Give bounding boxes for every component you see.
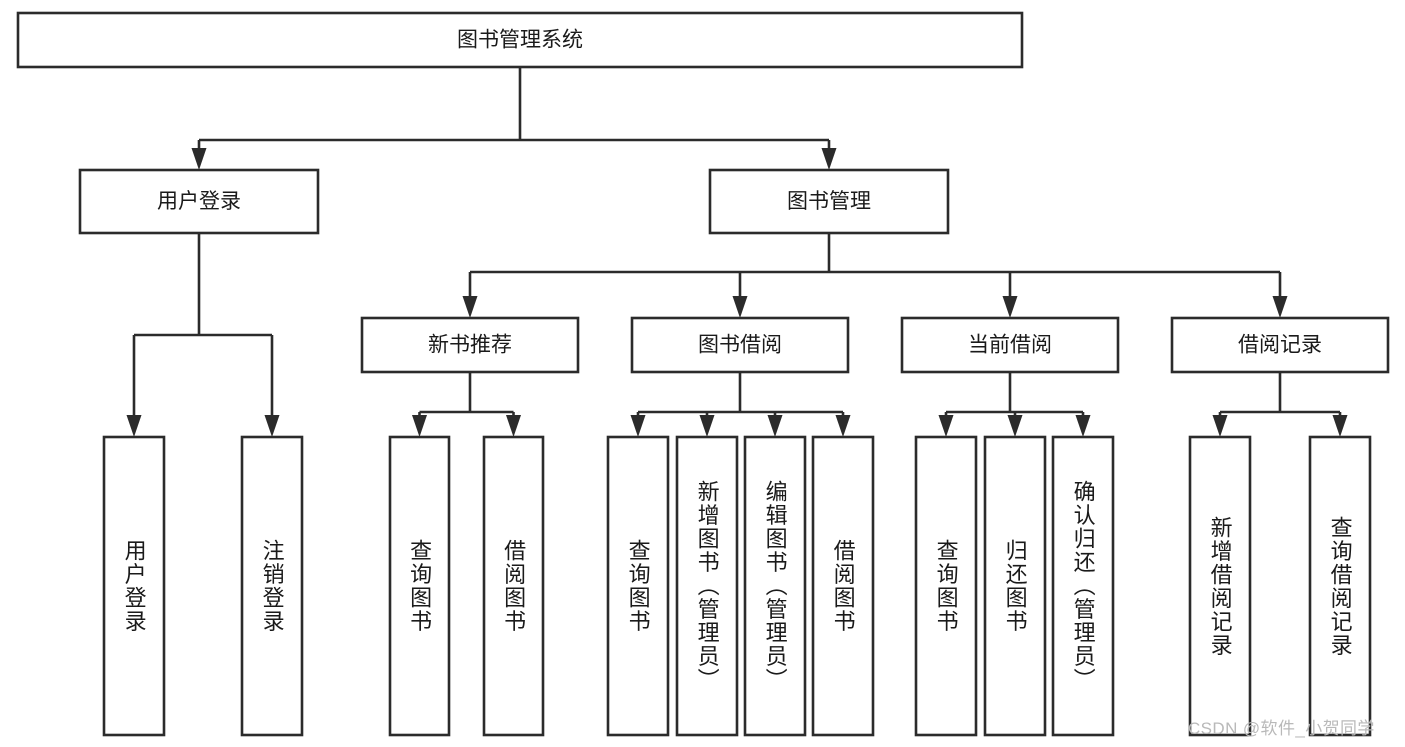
node-box-new-book-recommend[interactable] <box>360 316 580 374</box>
node-box-confirm-return-admin[interactable] <box>1051 435 1115 737</box>
node-box-user-logout[interactable] <box>240 435 304 737</box>
node-box-user-login[interactable] <box>78 168 320 235</box>
node-label-current-borrow: 当前借阅 <box>968 334 1052 357</box>
node-label-book-borrow: 图书借阅 <box>698 334 782 357</box>
node-box-root[interactable] <box>16 11 1024 69</box>
node-box-layer <box>16 11 1390 737</box>
node-label-new-book-recommend: 新书推荐 <box>428 334 512 357</box>
node-box-query-book-1[interactable] <box>388 435 451 737</box>
node-box-query-book-3[interactable] <box>914 435 978 737</box>
node-box-borrow-records[interactable] <box>1170 316 1390 374</box>
node-box-book-borrow[interactable] <box>630 316 850 374</box>
node-box-query-book-2[interactable] <box>606 435 670 737</box>
node-box-query-borrow-record[interactable] <box>1308 435 1372 737</box>
node-label-borrow-records: 借阅记录 <box>1238 334 1322 357</box>
node-label-root: 图书管理系统 <box>457 29 583 52</box>
watermark: CSDN @软件_小贺同学 <box>1188 719 1375 738</box>
node-box-add-borrow-record[interactable] <box>1188 435 1252 737</box>
node-box-return-book[interactable] <box>983 435 1047 737</box>
node-box-borrow-book-2[interactable] <box>811 435 875 737</box>
node-label-book-manage: 图书管理 <box>787 190 871 213</box>
node-box-user-login-do[interactable] <box>102 435 166 737</box>
node-box-add-book-admin[interactable] <box>675 435 739 737</box>
node-box-borrow-book-1[interactable] <box>482 435 545 737</box>
node-box-edit-book-admin[interactable] <box>743 435 807 737</box>
node-box-current-borrow[interactable] <box>900 316 1120 374</box>
node-box-book-manage[interactable] <box>708 168 950 235</box>
node-label-user-login: 用户登录 <box>157 190 241 213</box>
edge-layer <box>126 67 1348 437</box>
